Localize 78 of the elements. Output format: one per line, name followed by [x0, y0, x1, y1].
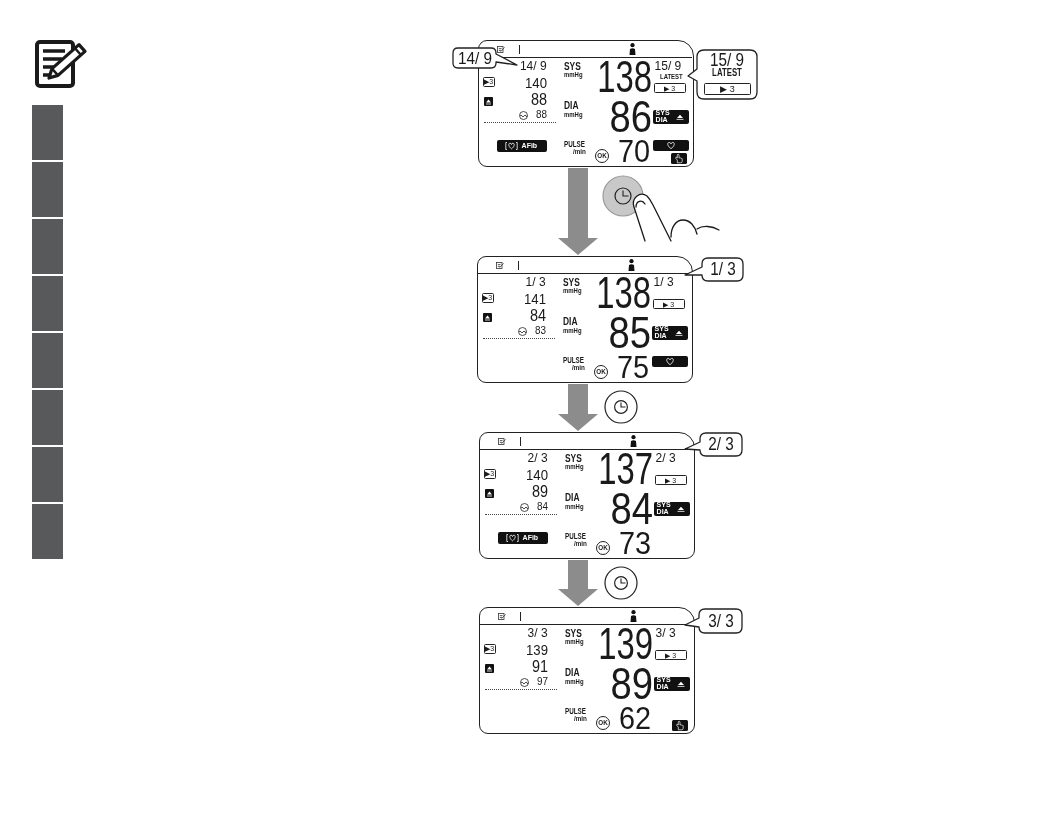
lcd-screen [479, 607, 695, 734]
small-reading-value: 139 [526, 644, 548, 657]
record-date: 1/ 3 [653, 278, 674, 288]
sys-dia-badge [653, 501, 690, 516]
indicator-box [653, 83, 686, 93]
callout-bubble [684, 433, 742, 456]
sys-label: SYS [564, 629, 582, 638]
small-reading-value: 97 [536, 677, 548, 687]
pulse-value: 75 [616, 355, 649, 381]
afib-badge [497, 531, 548, 544]
small-reading-value: 84 [536, 502, 548, 512]
block-arrow [558, 168, 598, 255]
date-text: 14/ 9 [457, 51, 492, 66]
callout-bubble [687, 50, 757, 99]
sys-dia-badge [653, 676, 690, 691]
lcd-screen [479, 432, 695, 559]
record-date: 3/ 3 [655, 629, 676, 639]
record-date: 2/ 3 [655, 454, 676, 464]
small-reading-value: 83 [534, 326, 546, 336]
lcd-screen [478, 40, 694, 167]
indicator-box [704, 83, 751, 95]
sys-dia-badge [651, 325, 688, 340]
diastolic-value: 86 [609, 99, 652, 136]
afib-badge [496, 139, 547, 152]
systolic-value: 137 [597, 451, 653, 488]
callout-bubble [684, 258, 743, 281]
sys-label: SYS [562, 278, 580, 287]
indicator-box [654, 650, 687, 660]
callout-bubble [684, 609, 742, 633]
systolic-value: 138 [595, 275, 651, 312]
record-date: 14/ 9 [519, 62, 547, 72]
small-reading-value: 88 [535, 110, 547, 120]
systolic-value: 139 [597, 626, 653, 663]
record-date: 1/ 3 [525, 278, 546, 288]
pulse-value: 62 [618, 706, 651, 732]
sys-label: SYS [563, 62, 581, 71]
small-reading-value: 140 [526, 469, 548, 482]
pulse-label: PULSE [564, 532, 586, 540]
date-text: 1/ 3 [709, 262, 736, 277]
diastolic-value: 84 [610, 491, 653, 528]
sys-label: SYS [564, 454, 582, 463]
dia-label: DIA [562, 317, 578, 326]
ok-symbol [595, 540, 610, 555]
pulse-label: PULSE [564, 707, 586, 715]
latest-label: LATEST [712, 67, 742, 78]
record-date: 2/ 3 [527, 454, 548, 464]
date-text: 2/ 3 [708, 437, 734, 452]
diastolic-value: 85 [608, 315, 651, 352]
dia-label: DIA [564, 668, 580, 677]
indicator-label: ▶ 3 [720, 84, 735, 94]
pulse-label: PULSE [563, 140, 585, 148]
date-text: 3/ 3 [707, 613, 734, 629]
small-reading-value: 141 [524, 293, 546, 306]
callout-bubble [453, 48, 518, 68]
pulse-value: 70 [617, 139, 650, 165]
dia-label: DIA [564, 493, 580, 502]
ok-symbol [594, 148, 609, 163]
small-reading-value: 91 [531, 660, 548, 674]
block-arrow [558, 384, 598, 431]
record-date: 3/ 3 [527, 629, 548, 639]
indicator-box [652, 299, 685, 309]
small-reading-value: 84 [529, 309, 546, 323]
pulse-value: 73 [618, 531, 651, 557]
block-arrow [558, 560, 598, 606]
ok-symbol [595, 715, 610, 730]
small-reading-value: 88 [530, 93, 547, 107]
date-text: 15/ 9 [710, 53, 744, 68]
indicator-box [654, 475, 687, 485]
record-date: 15/ 9 [654, 62, 682, 72]
sys-dia-badge [652, 109, 689, 124]
dia-label: DIA [563, 101, 579, 110]
pulse-label: PULSE [562, 356, 584, 364]
diastolic-value: 89 [610, 666, 653, 703]
small-reading-value: 140 [525, 77, 547, 90]
ok-symbol [593, 364, 608, 379]
small-reading-value: 89 [531, 485, 548, 499]
systolic-value: 138 [596, 59, 652, 96]
lcd-screen [477, 256, 693, 383]
